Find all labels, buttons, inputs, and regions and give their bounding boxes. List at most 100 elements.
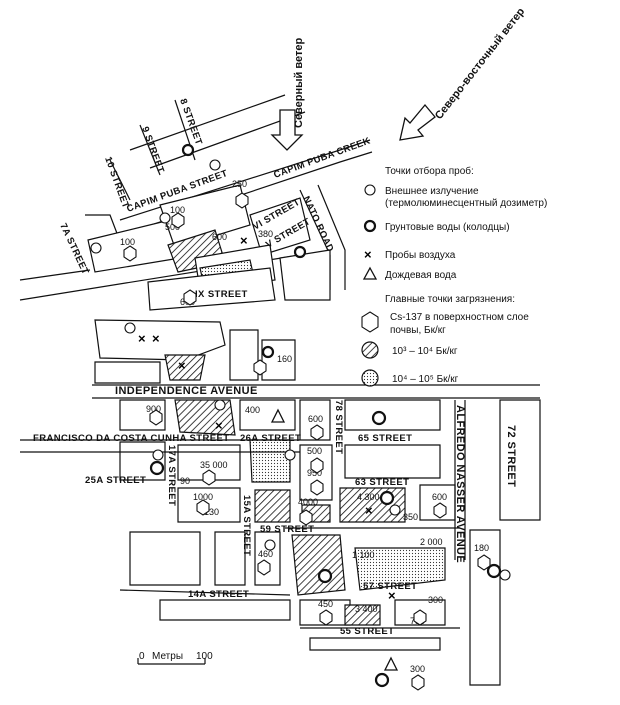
north-blocks xyxy=(87,184,331,311)
dosimeter-icon xyxy=(389,504,401,516)
avenue-alfredo-nasser: ALFREDO NASSER AVENUE xyxy=(454,405,466,563)
hexagon-icon xyxy=(253,359,267,376)
street-57: 57 STREET xyxy=(363,581,417,592)
scale-label: Метры xyxy=(152,651,183,662)
dosimeter-icon xyxy=(499,569,511,581)
street-63: 63 STREET xyxy=(355,477,409,488)
value: 300 xyxy=(410,664,425,674)
hexagon-icon xyxy=(411,674,425,691)
street-8: 8 STREET xyxy=(177,97,204,146)
hexagon-icon xyxy=(171,212,185,229)
legend-air: Пробы воздуха xyxy=(385,249,456,261)
dosimeter-icon xyxy=(214,399,226,411)
legend-well-icon xyxy=(363,219,377,233)
value: 400 xyxy=(245,405,260,415)
hexagon-icon xyxy=(310,457,324,474)
northeast-wind-arrow xyxy=(399,103,436,141)
well-icon xyxy=(149,460,165,476)
air-sample-icon: × xyxy=(365,503,373,518)
street-17a: 17A STREET xyxy=(166,445,177,506)
value: 2 000 xyxy=(420,537,443,547)
air-sample-icon: × xyxy=(138,331,146,346)
value: 900 xyxy=(146,404,161,414)
legend-range1-icon xyxy=(361,341,379,359)
air-sample-icon: × xyxy=(240,233,248,248)
value: 4000 xyxy=(298,497,318,507)
value: 1000 xyxy=(193,492,213,502)
value: 450 xyxy=(318,599,333,609)
legend-range1: 10³ – 10⁴ Бк/кг xyxy=(392,346,458,357)
scale-bar: 0 Метры 100 xyxy=(137,651,213,665)
northeast-wind-label: Северо-восточный ветер xyxy=(433,6,528,122)
north-wind-label: Северный ветер xyxy=(293,38,305,128)
street-55: 55 STREET xyxy=(340,626,394,637)
hexagon-icon xyxy=(257,559,271,576)
dosimeter-icon xyxy=(152,449,164,461)
legend-range2: 10⁴ – 10⁵ Бк/кг xyxy=(392,374,459,385)
north-wind-arrow xyxy=(270,109,304,151)
dosimeter-icon xyxy=(264,539,276,551)
value: 600 xyxy=(212,232,227,242)
air-sample-icon: × xyxy=(215,418,223,433)
value: 950 xyxy=(307,468,322,478)
sampling-symbols: × × × × × × × xyxy=(90,143,511,691)
hexagon-icon xyxy=(477,554,491,571)
legend-external-line1: Внешнее излучение xyxy=(385,186,479,197)
legend-groundwater: Грунтовые воды (колодцы) xyxy=(385,222,510,233)
dosimeter-icon xyxy=(159,212,171,224)
well-icon xyxy=(317,568,333,584)
hexagon-icon xyxy=(413,609,427,626)
legend-dosimeter-icon xyxy=(364,184,376,196)
value: 500 xyxy=(165,222,180,232)
street-25a: 25A STREET xyxy=(85,475,146,486)
value: 350 xyxy=(403,512,418,522)
value: 300 xyxy=(428,595,443,605)
value: 500 xyxy=(307,446,322,456)
street-65: 65 STREET xyxy=(358,433,412,444)
hexagon-icon xyxy=(310,479,324,496)
value: 100 xyxy=(120,237,135,247)
hexagon-icon xyxy=(299,509,313,526)
legend-cs-line2: почвы, Бк/кг xyxy=(390,325,446,336)
street-72: 72 STREET xyxy=(505,425,517,487)
legend-external-line2: (термолюминесцентный дозиметр) xyxy=(385,198,547,209)
measurement-values: 250 100 100 500 600 380 600 160 900 400 … xyxy=(120,179,489,674)
hexagon-icon xyxy=(235,192,249,209)
legend-rain-icon xyxy=(362,266,378,280)
value: 180 xyxy=(474,543,489,553)
dosimeter-icon xyxy=(209,159,221,171)
value: 160 xyxy=(277,354,292,364)
air-sample-icon: × xyxy=(178,358,186,373)
scale-max: 100 xyxy=(196,651,213,662)
legend-air-icon: × xyxy=(364,247,372,262)
well-icon xyxy=(379,490,395,506)
hexagon-icon xyxy=(183,289,197,306)
well-icon xyxy=(374,672,390,688)
legend-range2-icon xyxy=(361,369,379,387)
value: 4 300 xyxy=(357,492,380,502)
value: 460 xyxy=(258,549,273,559)
value: 3 400 xyxy=(355,604,378,614)
value: 600 xyxy=(308,414,323,424)
hexagon-icon xyxy=(310,424,324,441)
hexagon-icon xyxy=(433,502,447,519)
dosimeter-icon xyxy=(124,322,136,334)
well-icon xyxy=(181,143,195,157)
hexagon-icon xyxy=(202,469,216,486)
avenue-independence: INDEPENDENCE AVENUE xyxy=(115,385,258,397)
rain-sample-icon xyxy=(270,408,286,423)
well-icon xyxy=(371,410,387,426)
well-icon xyxy=(293,245,307,259)
street-14a: 14A STREET xyxy=(188,589,249,600)
well-icon xyxy=(261,345,275,359)
value: 1 100 xyxy=(352,550,375,560)
street-78: 78 STREET xyxy=(333,400,344,454)
well-icon xyxy=(486,563,502,579)
value: 35 000 xyxy=(200,460,228,470)
value: 380 xyxy=(258,229,273,239)
value: 90 xyxy=(180,476,190,486)
hexagon-icon xyxy=(319,609,333,626)
legend-hexagon-icon xyxy=(361,311,379,333)
street-59: 59 STREET xyxy=(260,524,314,535)
